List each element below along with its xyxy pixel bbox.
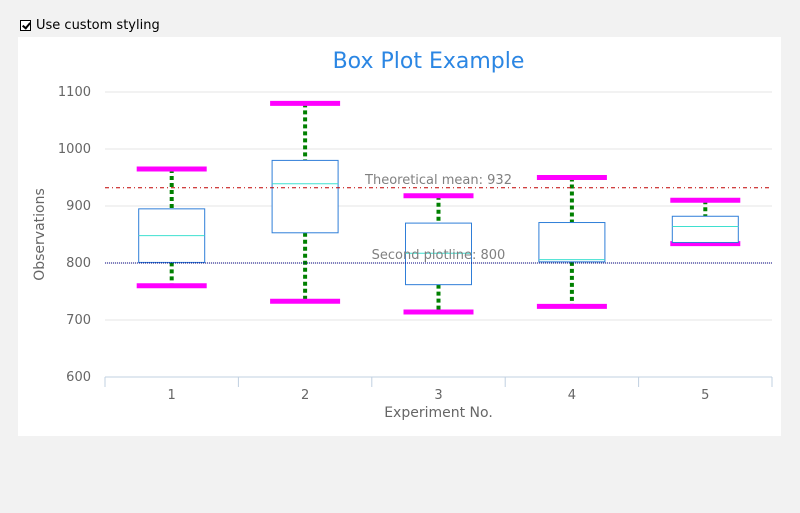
y-tick-label: 1000	[58, 142, 91, 157]
box	[405, 222, 472, 286]
box	[271, 159, 339, 234]
y-tick-label: 900	[66, 199, 91, 214]
plot-line-label: Second plotline: 800	[372, 248, 506, 263]
box	[671, 215, 739, 243]
x-tick-label: 3	[434, 388, 442, 403]
custom-styling-checkbox[interactable]	[20, 20, 31, 31]
y-axis-title: Observations	[32, 188, 48, 281]
x-tick-label: 2	[301, 388, 309, 403]
custom-styling-label: Use custom styling	[36, 18, 160, 33]
plot-line-label: Theoretical mean: 932	[364, 173, 512, 188]
y-tick-label: 1100	[58, 85, 91, 100]
x-tick-label: 1	[168, 388, 176, 403]
chart-panel: Box Plot Example 600 700 800 900 1000 1100 1 2 3 4…	[18, 37, 781, 436]
custom-styling-control[interactable]: Use custom styling	[20, 18, 160, 33]
x-tick-label: 5	[701, 388, 709, 403]
chart-title: Box Plot Example	[333, 49, 525, 74]
box	[538, 222, 606, 263]
x-axis-title: Experiment No.	[384, 405, 493, 421]
y-tick-label: 800	[66, 256, 91, 271]
x-tick-label: 4	[568, 388, 576, 403]
y-tick-label: 600	[66, 370, 91, 385]
y-tick-label: 700	[66, 313, 91, 328]
box-plot-chart: Box Plot Example 600 700 800 900 1000 1100 1 2 3 4…	[32, 49, 773, 421]
